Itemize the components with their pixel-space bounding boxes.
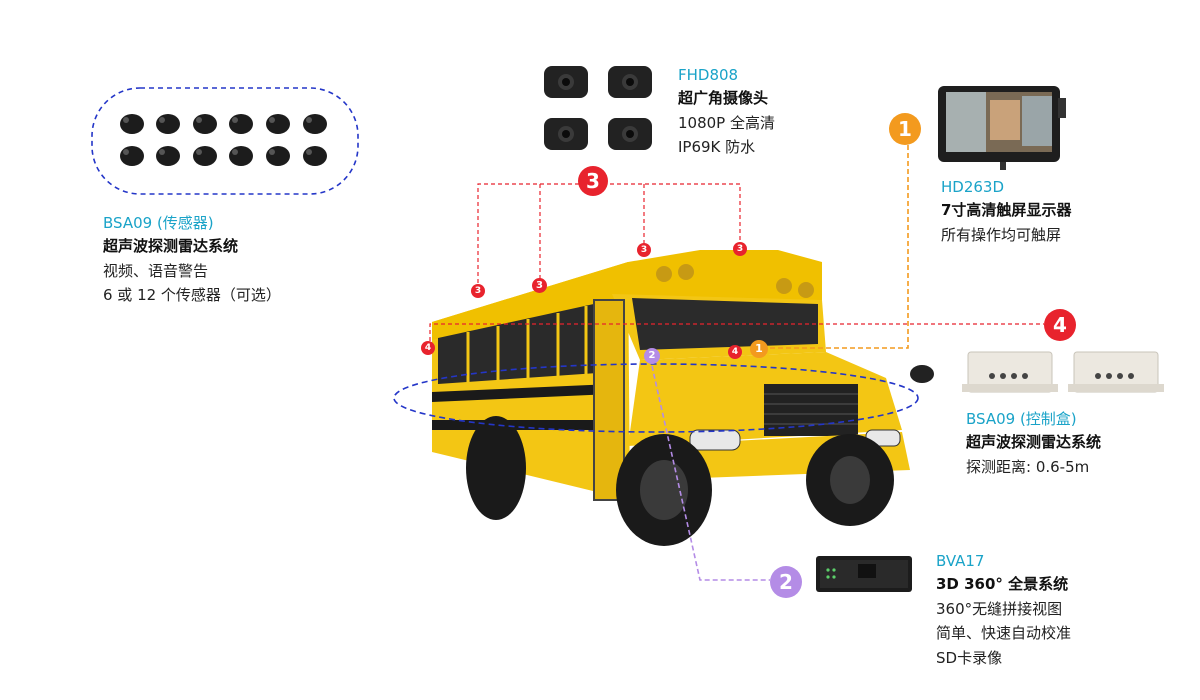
controller-line: 探测距离: 0.6-5m bbox=[966, 457, 1090, 476]
bva-line: 360°无缝拼接视图 bbox=[936, 599, 1063, 618]
controller-info: BSA09 (控制盒) 超声波探测雷达系统 探测距离: 0.6-5m bbox=[966, 410, 1101, 476]
controller-title: 超声波探测雷达系统 bbox=[966, 432, 1102, 451]
school-bus-image bbox=[432, 250, 934, 546]
monitor-code: HD263D bbox=[941, 178, 1005, 196]
camera-connector-lines bbox=[477, 183, 741, 290]
controller-connector-lines bbox=[429, 323, 1044, 348]
marker-four-small: 4 bbox=[728, 345, 742, 359]
bva-code: BVA17 bbox=[936, 552, 985, 570]
monitor-icon bbox=[938, 86, 1066, 170]
camera-title: 超广角摄像头 bbox=[678, 88, 769, 107]
marker-two-large: 2 bbox=[770, 566, 802, 598]
sensor-title: 超声波探测雷达系统 bbox=[103, 236, 239, 255]
camera-info: FHD808 超广角摄像头 1080P 全高清 IP69K 防水 bbox=[678, 66, 775, 157]
bva-title: 3D 360° 全景系统 bbox=[936, 574, 1069, 593]
monitor-title: 7寸高清触屏显示器 bbox=[941, 200, 1072, 219]
sensor-line: 6 或 12 个传感器（可选） bbox=[103, 286, 281, 305]
camera-line: IP69K 防水 bbox=[678, 138, 756, 157]
radar-zone-outline bbox=[393, 363, 919, 433]
bva-connector-line bbox=[651, 365, 770, 581]
camera-line: 1080P 全高清 bbox=[678, 113, 775, 132]
control-box-icons bbox=[962, 351, 1164, 393]
marker-four-large: 4 bbox=[1044, 309, 1076, 341]
bva-line: SD卡录像 bbox=[936, 649, 1003, 667]
marker-three-small: 3 bbox=[532, 278, 547, 293]
controller-code: BSA09 (控制盒) bbox=[966, 410, 1077, 428]
sensor-icons bbox=[120, 114, 327, 166]
monitor-info: HD263D 7寸高清触屏显示器 所有操作均可触屏 bbox=[941, 178, 1071, 244]
marker-three-small: 3 bbox=[733, 242, 747, 256]
marker-three-large: 3 bbox=[578, 166, 608, 196]
marker-three-small: 3 bbox=[471, 284, 485, 298]
sensor-info: BSA09 (传感器) 超声波探测雷达系统 视频、语音警告 6 或 12 个传感… bbox=[103, 214, 281, 305]
sensor-group-outline bbox=[91, 87, 359, 195]
camera-code: FHD808 bbox=[678, 66, 739, 84]
marker-one-large: 1 bbox=[889, 113, 921, 145]
sensor-code: BSA09 (传感器) bbox=[103, 214, 214, 232]
marker-two-small: 2 bbox=[644, 348, 660, 364]
marker-four-small: 4 bbox=[421, 341, 435, 355]
dvr-box-icon bbox=[816, 556, 912, 592]
sensor-line: 视频、语音警告 bbox=[103, 261, 209, 280]
camera-icons bbox=[544, 66, 652, 150]
bva-line: 简单、快速自动校准 bbox=[936, 624, 1072, 643]
monitor-line: 所有操作均可触屏 bbox=[941, 225, 1062, 244]
marker-one-small: 1 bbox=[750, 340, 768, 358]
marker-three-small: 3 bbox=[637, 243, 651, 257]
bva-info: BVA17 3D 360° 全景系统 360°无缝拼接视图 简单、快速自动校准 … bbox=[936, 552, 1071, 668]
